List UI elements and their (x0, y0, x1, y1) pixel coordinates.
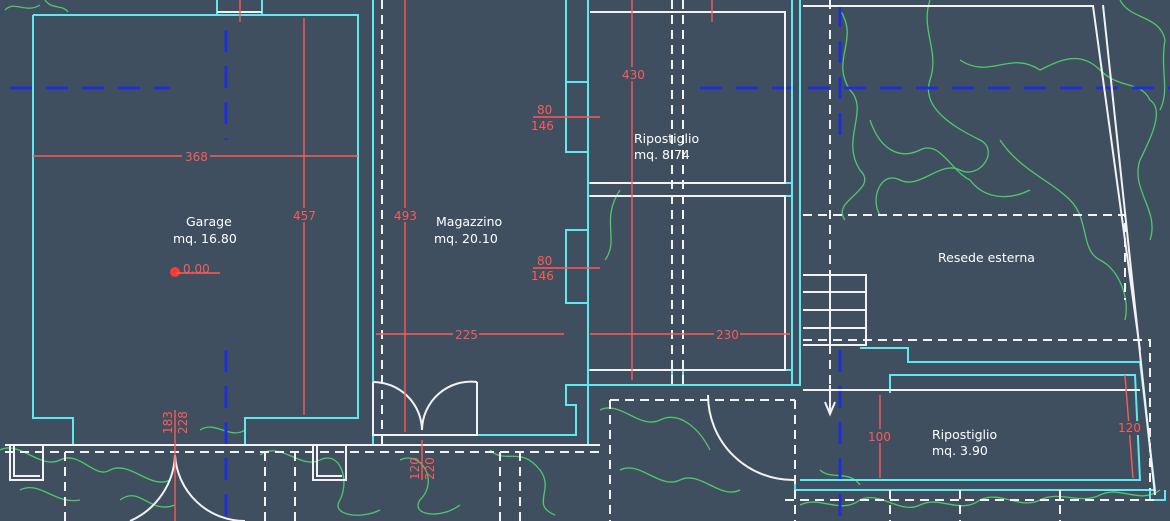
dim-magazzino-door-top: 120 (408, 457, 422, 480)
dim-ripostiglio-height: 430 (622, 68, 645, 82)
garage-door-left (129, 454, 176, 521)
dim-ripostiglio-width: 230 (716, 328, 739, 342)
axis-lines (10, 5, 1170, 521)
room-name-garage: Garage (186, 214, 232, 229)
dim-garage-width: 368 (185, 150, 208, 164)
garage-door-right (174, 454, 245, 521)
dim-window2-bottom: 146 (531, 269, 554, 283)
level-marker-value: 0.00 (183, 262, 210, 276)
room-area-ripostiglio: mq. 8.74 (634, 147, 690, 162)
magazzino-door-right (421, 380, 478, 431)
dim-window1-bottom: 146 (531, 119, 554, 133)
dim-garage-height: 457 (293, 209, 316, 223)
dim-garage-door-bottom: 228 (176, 411, 190, 434)
room-area-magazzino: mq. 20.10 (434, 231, 498, 246)
dim-magazzino-door-bottom: 220 (423, 457, 437, 480)
doors (129, 380, 796, 521)
dim-magazzino-height: 493 (394, 209, 417, 223)
room-labels: Garage mq. 16.80 Magazzino mq. 20.10 Rip… (173, 131, 1035, 458)
dim-window2-top: 80 (537, 254, 552, 268)
room-name-ripostiglio: Ripostiglio (634, 131, 699, 146)
magazzino-door-left (372, 381, 423, 431)
ripostiglio-door (707, 394, 796, 482)
dim-magazzino-width: 225 (455, 328, 478, 342)
dimension-labels: 368 457 493 225 430 230 80 146 80 146 0.… (161, 67, 1142, 480)
dim-window1-top: 80 (537, 103, 552, 117)
outline-lines (5, 0, 1160, 521)
room-area-ripostiglio-small: mq. 3.90 (932, 443, 988, 458)
room-name-resede-esterna: Resede esterna (938, 250, 1035, 265)
room-name-magazzino: Magazzino (436, 214, 502, 229)
dim-small-rip-left: 100 (868, 430, 891, 444)
dim-garage-door-top: 183 (161, 411, 175, 434)
level-marker-icon (170, 267, 180, 277)
room-area-garage: mq. 16.80 (173, 231, 237, 246)
dim-small-rip-right: 120 (1118, 421, 1141, 435)
room-name-ripostiglio-small: Ripostiglio (932, 427, 997, 442)
